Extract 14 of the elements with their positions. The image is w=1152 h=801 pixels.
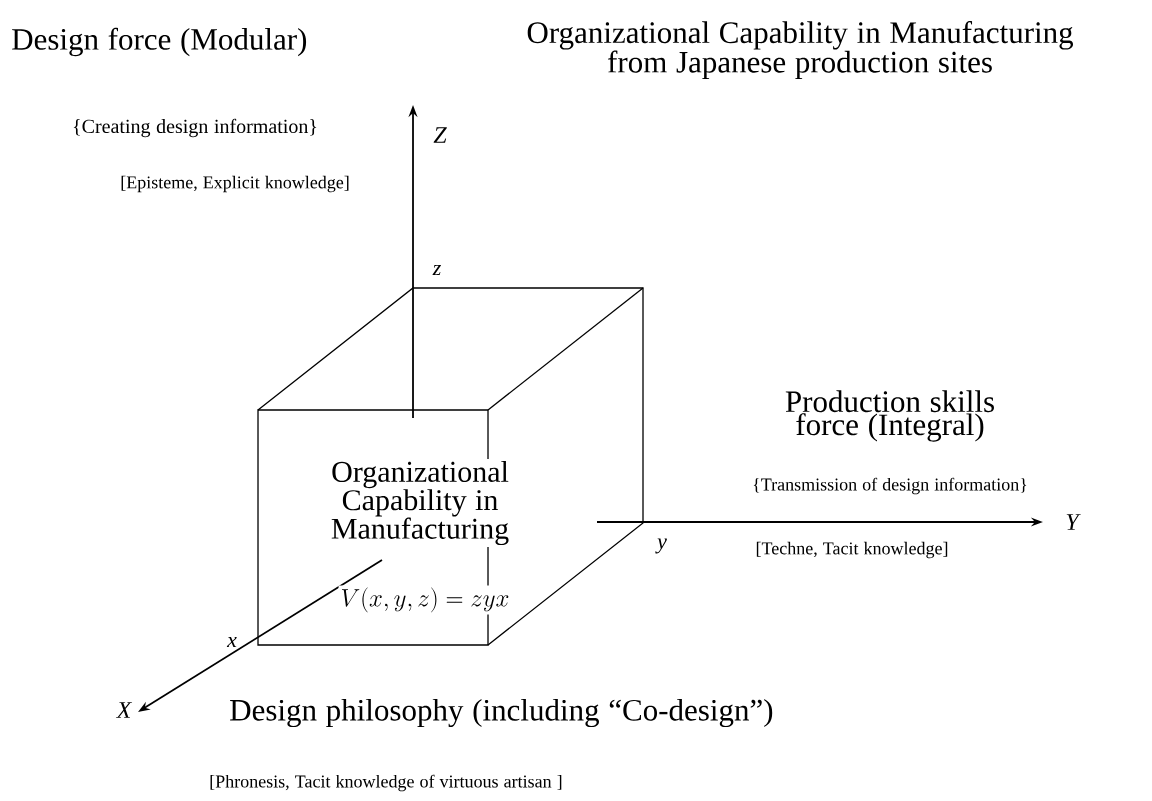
axis-note: [Phronesis, Tacit knowledge of virtuous artisan ] <box>210 774 562 792</box>
axis-title: Design force (Modular) <box>12 27 307 57</box>
axis-letter: X <box>115 702 133 718</box>
axis-subtitle: {Creating design information} <box>73 118 317 138</box>
axis-title: Design philosophy (including “Co-design”) <box>230 698 773 728</box>
axis-letter: Z <box>433 127 447 143</box>
axis-letter: Y <box>1066 514 1081 530</box>
axis-note: [Techne, Tacit knowledge] <box>756 541 948 559</box>
axis-note: [Episteme, Explicit knowledge] <box>121 175 349 193</box>
axis-title: Production skills force (Integral) <box>785 390 994 442</box>
point-letter: x <box>226 636 237 648</box>
cube-box: Organizational Capability in Manufacturing $V(x, y, z) = zyx$ <box>257 287 644 646</box>
title: Organizational Capability in Manufacturing from Japanese production sites <box>527 21 1074 79</box>
axis-subtitle: {Transmission of design information} <box>753 477 1027 495</box>
